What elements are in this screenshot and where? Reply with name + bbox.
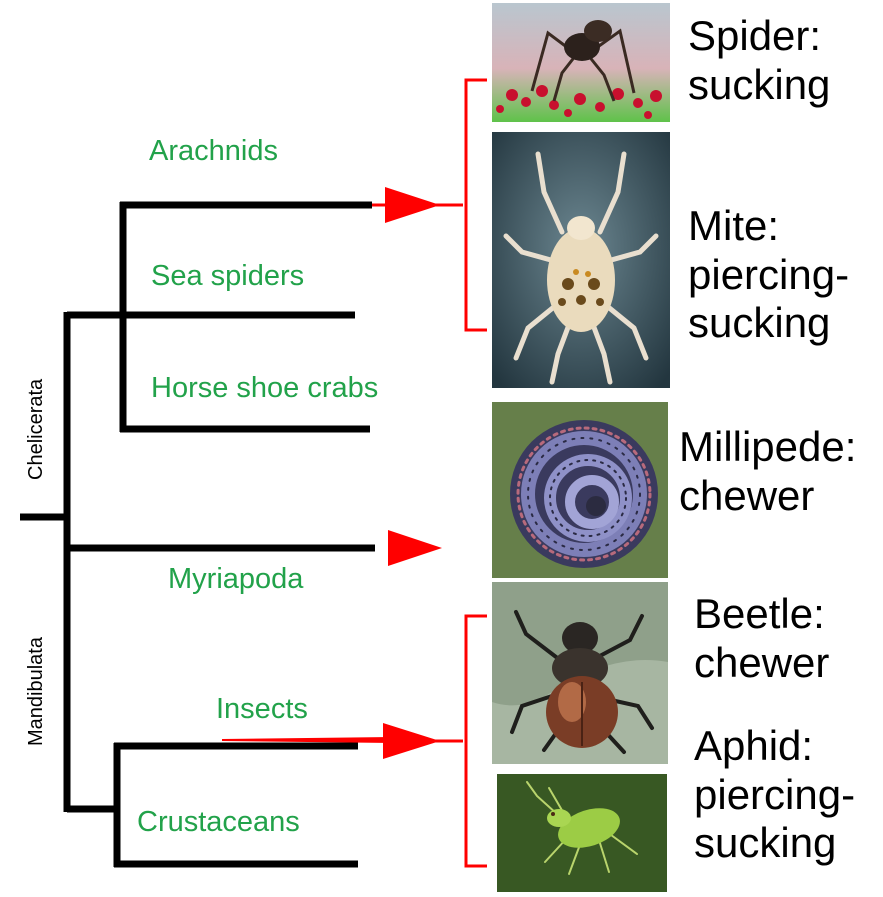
taxon-sea-spiders: Sea spiders bbox=[151, 262, 304, 291]
mite-mouthparts-line1: piercing- bbox=[688, 251, 849, 300]
mandibulata-label: Mandibulata bbox=[26, 637, 46, 746]
taxon-horseshoe-crabs: Horse shoe crabs bbox=[151, 374, 378, 403]
millipede-caption: Millipede: chewer bbox=[679, 423, 856, 520]
beetle-mouthparts: chewer bbox=[694, 639, 829, 688]
spider-mouthparts: sucking bbox=[688, 61, 830, 110]
spider-caption: Spider: sucking bbox=[688, 12, 830, 109]
mite-photo bbox=[492, 132, 670, 388]
millipede-mouthparts: chewer bbox=[679, 472, 856, 521]
beetle-name: Beetle: bbox=[694, 590, 829, 639]
beetle-caption: Beetle: chewer bbox=[694, 590, 829, 687]
aphid-caption: Aphid: piercing- sucking bbox=[694, 722, 855, 868]
aphid-photo bbox=[497, 774, 667, 892]
mite-mouthparts-line2: sucking bbox=[688, 299, 849, 348]
chelicerata-label: Chelicerata bbox=[26, 379, 46, 480]
taxon-crustaceans: Crustaceans bbox=[137, 808, 300, 837]
myriapoda-arrowhead bbox=[388, 530, 442, 566]
aphid-mouthparts-line1: piercing- bbox=[694, 771, 855, 820]
taxon-insects: Insects bbox=[216, 695, 308, 724]
aphid-name: Aphid: bbox=[694, 722, 855, 771]
spider-photo bbox=[492, 3, 670, 122]
insect-bracket bbox=[466, 616, 487, 866]
taxon-myriapoda: Myriapoda bbox=[168, 565, 303, 594]
arachnid-bracket bbox=[466, 80, 487, 330]
spider-name: Spider: bbox=[688, 12, 830, 61]
millipede-photo bbox=[492, 402, 668, 578]
aphid-mouthparts-line2: sucking bbox=[694, 819, 855, 868]
mite-caption: Mite: piercing- sucking bbox=[688, 202, 849, 348]
millipede-name: Millipede: bbox=[679, 423, 856, 472]
beetle-photo bbox=[492, 582, 668, 764]
taxon-arachnids: Arachnids bbox=[149, 137, 278, 166]
mite-name: Mite: bbox=[688, 202, 849, 251]
insects-arrow-shaft bbox=[222, 737, 395, 743]
